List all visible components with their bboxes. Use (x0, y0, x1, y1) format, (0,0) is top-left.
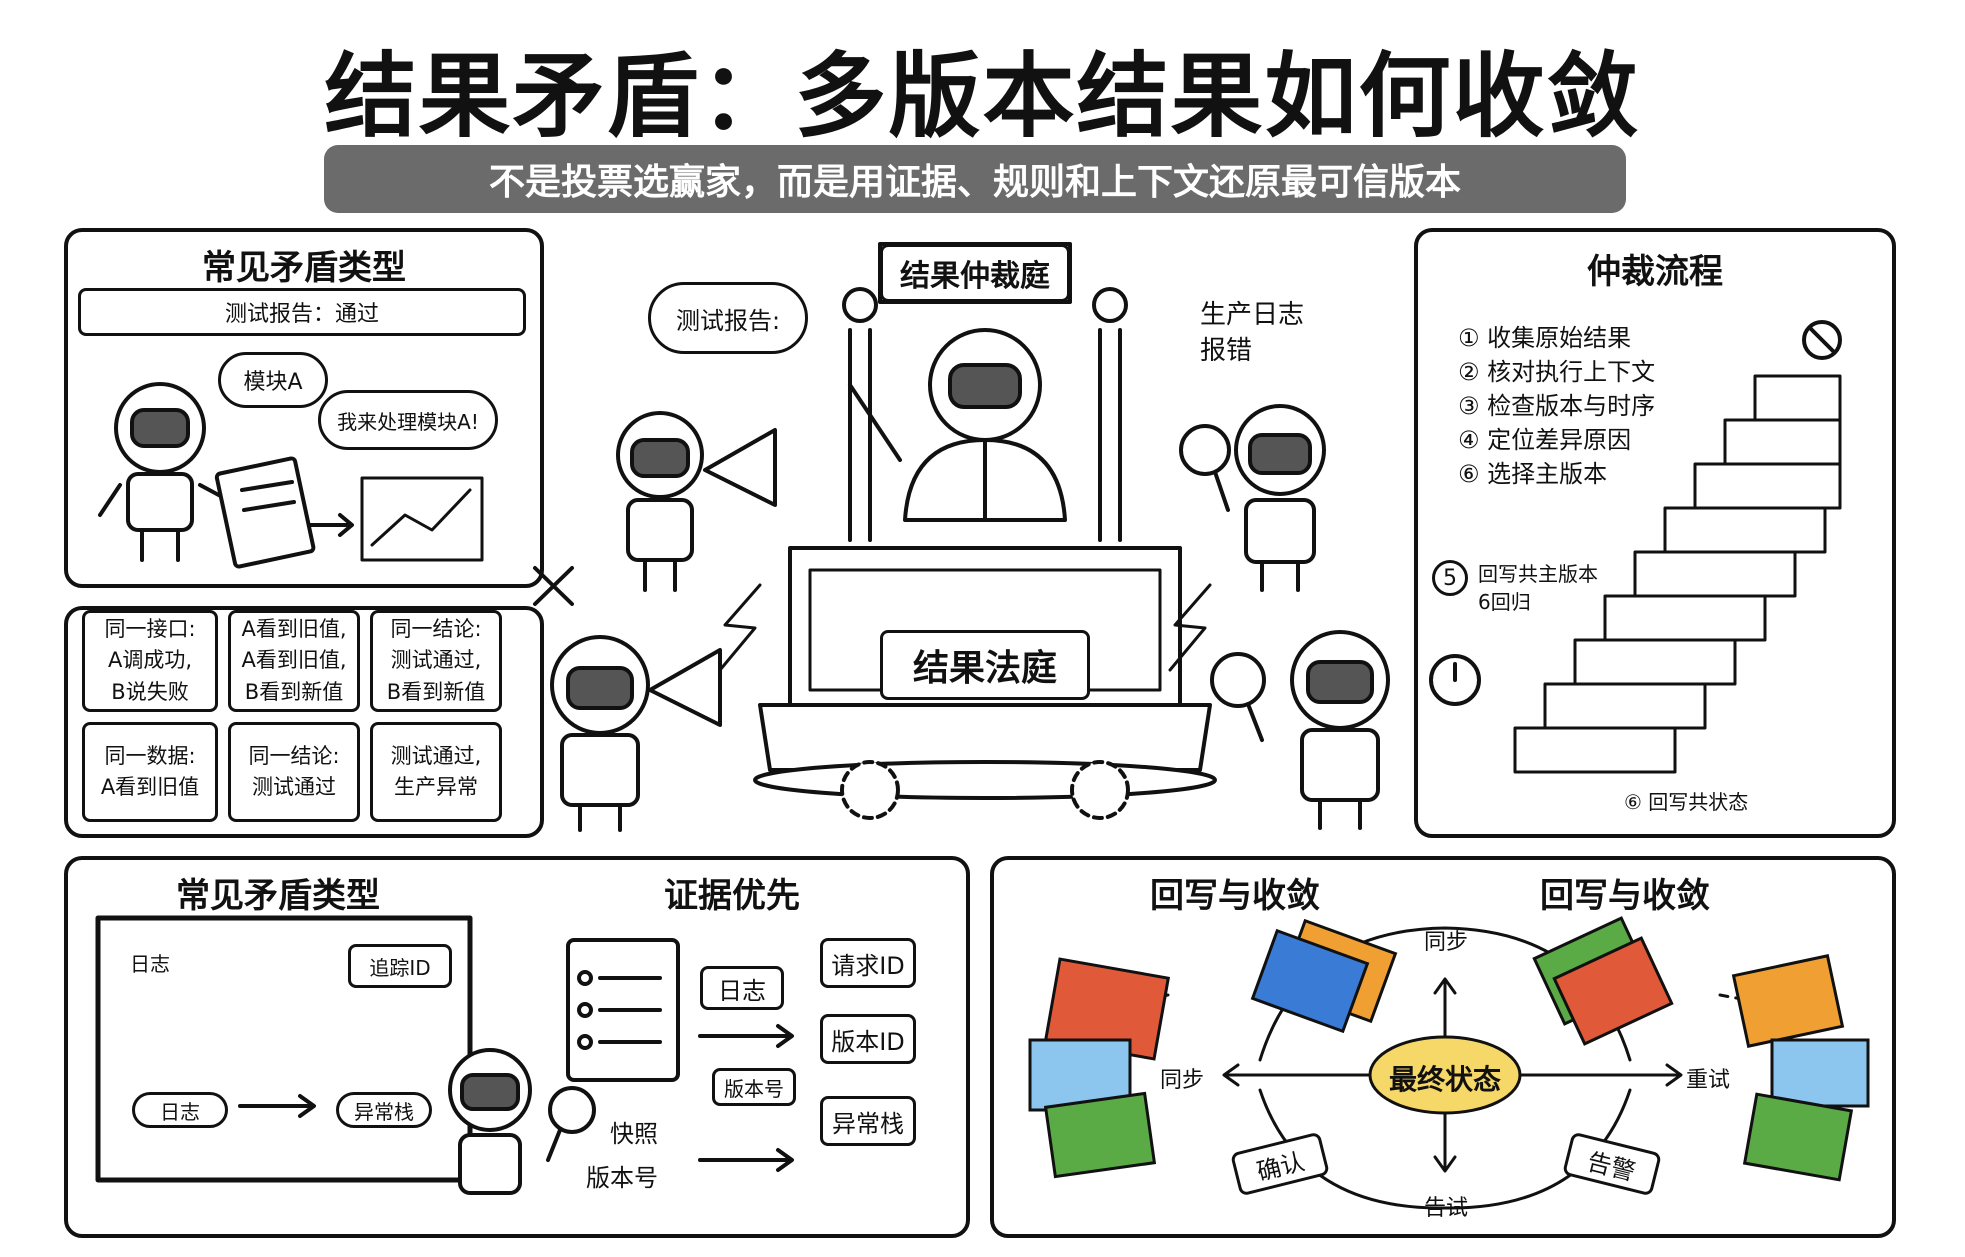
card-line: 同一结论: (248, 743, 340, 768)
card-line: 同一数据: (104, 743, 196, 768)
checklist-icon (566, 938, 680, 1082)
card-line: B说失败 (111, 679, 189, 704)
test-report-banner: 测试报告：通过 (78, 288, 526, 336)
chart-card-icon (308, 476, 484, 562)
process-step: ③ 检查版本与时序 (1458, 392, 1656, 420)
board-label: 日志 (130, 952, 170, 976)
court-podium-icon (753, 242, 1217, 820)
converge-panel-title-left: 回写与收敛 (1150, 876, 1320, 916)
magnifier-icon (1210, 652, 1266, 742)
robot-icon (616, 411, 704, 592)
evidence-tag: 异常栈 (820, 1096, 916, 1146)
evidence-tag: 版本ID (820, 1014, 916, 1064)
board-sticky-note: 追踪ID (348, 944, 452, 988)
process-panel (1414, 228, 1896, 838)
version-label: 版本号 (586, 1164, 658, 1192)
cross-icon (533, 566, 574, 606)
court-note-error: 报错 (1200, 336, 1253, 366)
card-line: A看到旧值 (100, 775, 200, 799)
arrow-icon (698, 1024, 794, 1172)
evidence-panel-title-right: 证据优先 (664, 876, 800, 916)
card-line: 生产异常 (394, 775, 478, 799)
conflict-card: 同一结论: 测试通过, B看到新值 (370, 610, 502, 712)
process-step-5b: 6回归 (1478, 590, 1531, 614)
card-line: 测试通过, (390, 648, 482, 673)
speech-bubble-test-report: 测试报告: (648, 282, 808, 354)
board-tag-stack: 异常栈 (336, 1092, 432, 1128)
podium-sign: 结果法庭 (880, 630, 1090, 700)
card-line: 测试通过, (390, 743, 482, 768)
conflict-panel-title: 常见矛盾类型 (202, 248, 406, 288)
robot-icon (550, 635, 650, 832)
converge-panel (990, 856, 1896, 1238)
process-panel-title: 仲裁流程 (1587, 252, 1723, 292)
conflict-card: 同一接口: A调成功, B说失败 (82, 610, 218, 712)
page-subtitle: 不是投票选赢家，而是用证据、规则和上下文还原最可信版本 (324, 145, 1626, 213)
process-footer: ⑥ 回写共状态 (1624, 790, 1749, 814)
converge-right-label: 重试 (1686, 1068, 1731, 1093)
converge-left-label: 同步 (1160, 1068, 1205, 1093)
clipboard-icon (214, 456, 316, 569)
court-note-prod-log: 生产日志 (1200, 300, 1305, 330)
colored-cards (1028, 916, 1870, 1182)
card-line: B看到新值 (244, 679, 344, 704)
converge-panel-title-right: 回写与收敛 (1540, 876, 1710, 916)
robot-icon (1234, 404, 1326, 592)
card-line: B看到新值 (386, 679, 486, 704)
robot-icon (98, 382, 230, 562)
board-tag-log: 日志 (132, 1092, 228, 1128)
log-tag: 日志 (700, 966, 784, 1010)
cancel-icon (1802, 320, 1842, 360)
card-line: 同一结论: (390, 616, 482, 641)
version-tag: 版本号 (712, 1068, 796, 1106)
evidence-panel (64, 856, 970, 1238)
conflict-card: 同一数据: A看到旧值 (82, 722, 218, 822)
process-step: ② 核对执行上下文 (1458, 358, 1656, 386)
process-step: ⑥ 选择主版本 (1458, 460, 1608, 488)
robot-icon (448, 1048, 532, 1195)
card-line: 同一接口: (104, 616, 196, 641)
conflict-card: 测试通过, 生产异常 (370, 722, 502, 822)
timer-icon (1429, 654, 1481, 706)
process-step: ④ 定位差异原因 (1458, 426, 1632, 454)
lightning-icon (718, 583, 1212, 672)
speech-bubble-module-a: 模块A (218, 352, 328, 408)
card-line: 测试通过 (252, 775, 336, 799)
final-state-label: 最终状态 (1388, 1063, 1501, 1096)
card-line: A调成功, (107, 648, 193, 673)
page-title: 结果矛盾：多版本结果如何收敛 (324, 43, 1641, 150)
megaphone-icon (703, 428, 777, 507)
converge-top-label: 同步 (1424, 930, 1469, 955)
magnifier-icon (1179, 424, 1231, 512)
card-line: A看到旧值, (241, 616, 347, 641)
evidence-tag: 请求ID (820, 938, 916, 988)
megaphone-icon (648, 648, 722, 727)
card-line: A看到旧值, (241, 648, 347, 673)
conflict-card-grid (64, 606, 544, 838)
snapshot-label: 快照 (610, 1120, 658, 1148)
process-step-5a: 回写共主版本 (1478, 562, 1598, 586)
process-step: ① 收集原始结果 (1458, 324, 1632, 352)
evidence-panel-title-left: 常见矛盾类型 (176, 876, 380, 916)
robot-icon (1290, 630, 1390, 830)
converge-bottom-label: 告试 (1424, 1196, 1469, 1221)
conflict-card: A看到旧值, A看到旧值, B看到新值 (228, 610, 360, 712)
court-sign: 结果仲裁庭 (880, 244, 1070, 302)
conflict-card: 同一结论: 测试通过 (228, 722, 360, 822)
staircase-icon (1513, 374, 1842, 774)
step-5-badge: 5 (1432, 560, 1468, 596)
speech-bubble-handle-module: 我来处理模块A! (318, 390, 498, 450)
magnifier-icon (546, 1086, 596, 1162)
